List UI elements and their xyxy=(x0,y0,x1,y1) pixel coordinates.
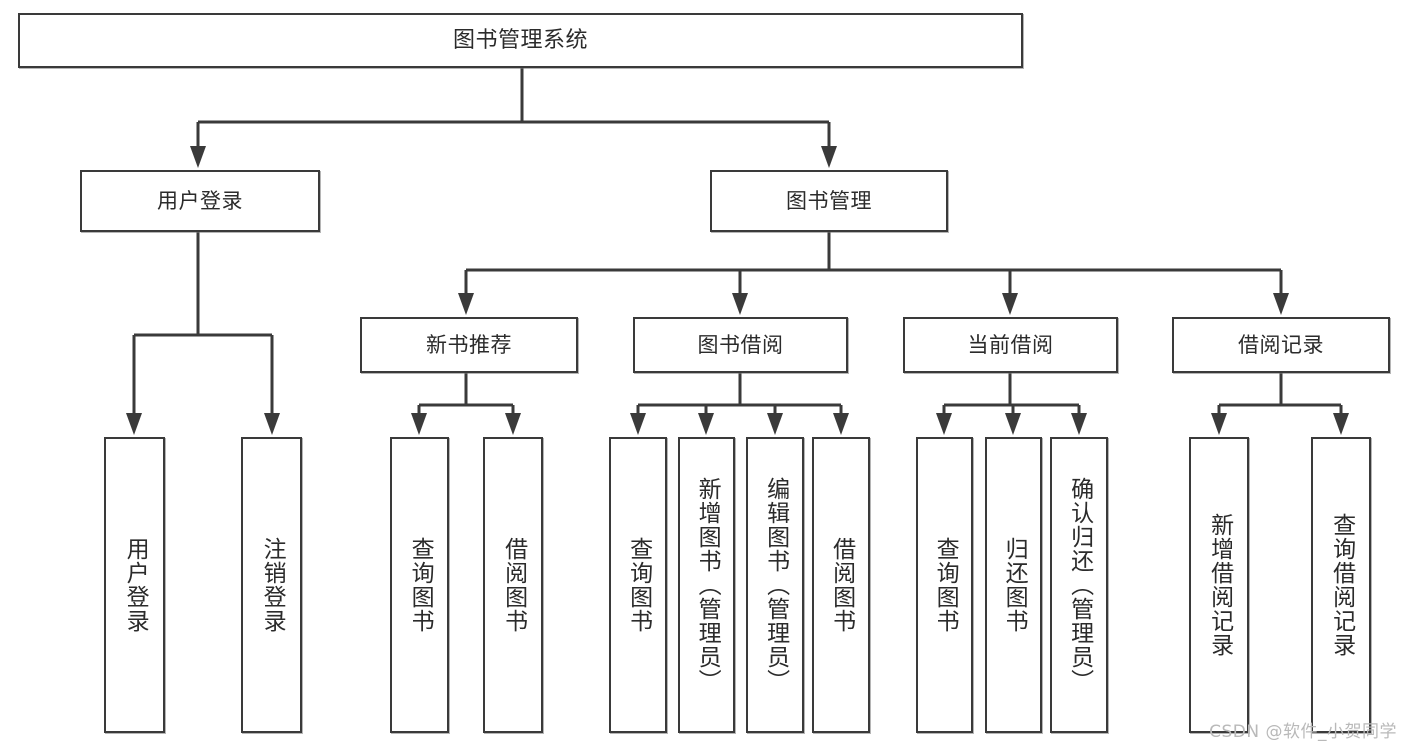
node-label: 用户登录 xyxy=(122,537,149,633)
arrow-head-icon xyxy=(1005,413,1021,435)
arrow-head-icon xyxy=(630,413,646,435)
arrow-head-icon xyxy=(767,413,783,435)
node-label: 新增图书（管理员） xyxy=(694,477,721,693)
node-label: 借阅图书 xyxy=(500,537,527,633)
node-label: 当前借阅 xyxy=(967,332,1054,357)
node-records[interactable]: 借阅记录 xyxy=(1172,317,1390,373)
node-leaf9[interactable]: 查询图书 xyxy=(916,437,973,733)
node-leaf2[interactable]: 注销登录 xyxy=(241,437,302,733)
node-leaf5[interactable]: 查询图书 xyxy=(609,437,667,733)
node-label: 图书管理系统 xyxy=(452,27,588,53)
node-label: 新增借阅记录 xyxy=(1206,513,1233,657)
node-root[interactable]: 图书管理系统 xyxy=(18,13,1023,68)
node-newbook[interactable]: 新书推荐 xyxy=(360,317,578,373)
node-label: 查询借阅记录 xyxy=(1328,513,1355,657)
node-label: 图书借阅 xyxy=(697,332,784,357)
arrow-head-icon xyxy=(190,146,206,168)
node-label: 查询图书 xyxy=(625,537,652,633)
arrow-head-icon xyxy=(1333,413,1349,435)
watermark-text: CSDN @软件_小贺同学 xyxy=(1209,722,1397,742)
node-current[interactable]: 当前借阅 xyxy=(903,317,1118,373)
arrow-head-icon xyxy=(411,413,427,435)
arrow-head-icon xyxy=(126,413,142,435)
node-label: 查询图书 xyxy=(932,537,959,633)
arrow-head-icon xyxy=(833,413,849,435)
node-leaf10[interactable]: 归还图书 xyxy=(985,437,1042,733)
node-label: 借阅记录 xyxy=(1238,332,1324,357)
arrow-head-icon xyxy=(505,413,521,435)
node-leaf8[interactable]: 借阅图书 xyxy=(812,437,870,733)
node-label: 图书管理 xyxy=(786,188,872,213)
arrow-head-icon xyxy=(1211,413,1227,435)
node-leaf7[interactable]: 编辑图书（管理员） xyxy=(746,437,804,733)
node-leaf1[interactable]: 用户登录 xyxy=(104,437,165,733)
arrow-head-icon xyxy=(732,293,748,315)
node-label: 用户登录 xyxy=(157,188,243,213)
node-bookmgmt[interactable]: 图书管理 xyxy=(710,170,948,232)
node-borrow[interactable]: 图书借阅 xyxy=(633,317,848,373)
arrow-head-icon xyxy=(458,293,474,315)
arrow-head-icon xyxy=(1002,293,1018,315)
node-label: 注销登录 xyxy=(259,537,286,633)
arrow-head-icon xyxy=(264,413,280,435)
node-label: 借阅图书 xyxy=(828,537,855,633)
node-label: 确认归还（管理员） xyxy=(1066,477,1093,693)
node-label: 查询图书 xyxy=(407,537,434,633)
node-label: 编辑图书（管理员） xyxy=(762,477,789,693)
node-leaf3[interactable]: 查询图书 xyxy=(390,437,449,733)
node-leaf12[interactable]: 新增借阅记录 xyxy=(1189,437,1249,733)
node-label: 归还图书 xyxy=(1001,537,1028,633)
node-leaf4[interactable]: 借阅图书 xyxy=(483,437,543,733)
node-leaf6[interactable]: 新增图书（管理员） xyxy=(678,437,735,733)
arrow-head-icon xyxy=(821,146,837,168)
arrow-head-icon xyxy=(1273,293,1289,315)
node-label: 新书推荐 xyxy=(426,332,512,357)
arrow-head-icon xyxy=(1071,413,1087,435)
node-leaf13[interactable]: 查询借阅记录 xyxy=(1311,437,1371,733)
node-login[interactable]: 用户登录 xyxy=(80,170,320,232)
arrow-head-icon xyxy=(936,413,952,435)
arrow-head-icon xyxy=(698,413,714,435)
node-leaf11[interactable]: 确认归还（管理员） xyxy=(1050,437,1108,733)
